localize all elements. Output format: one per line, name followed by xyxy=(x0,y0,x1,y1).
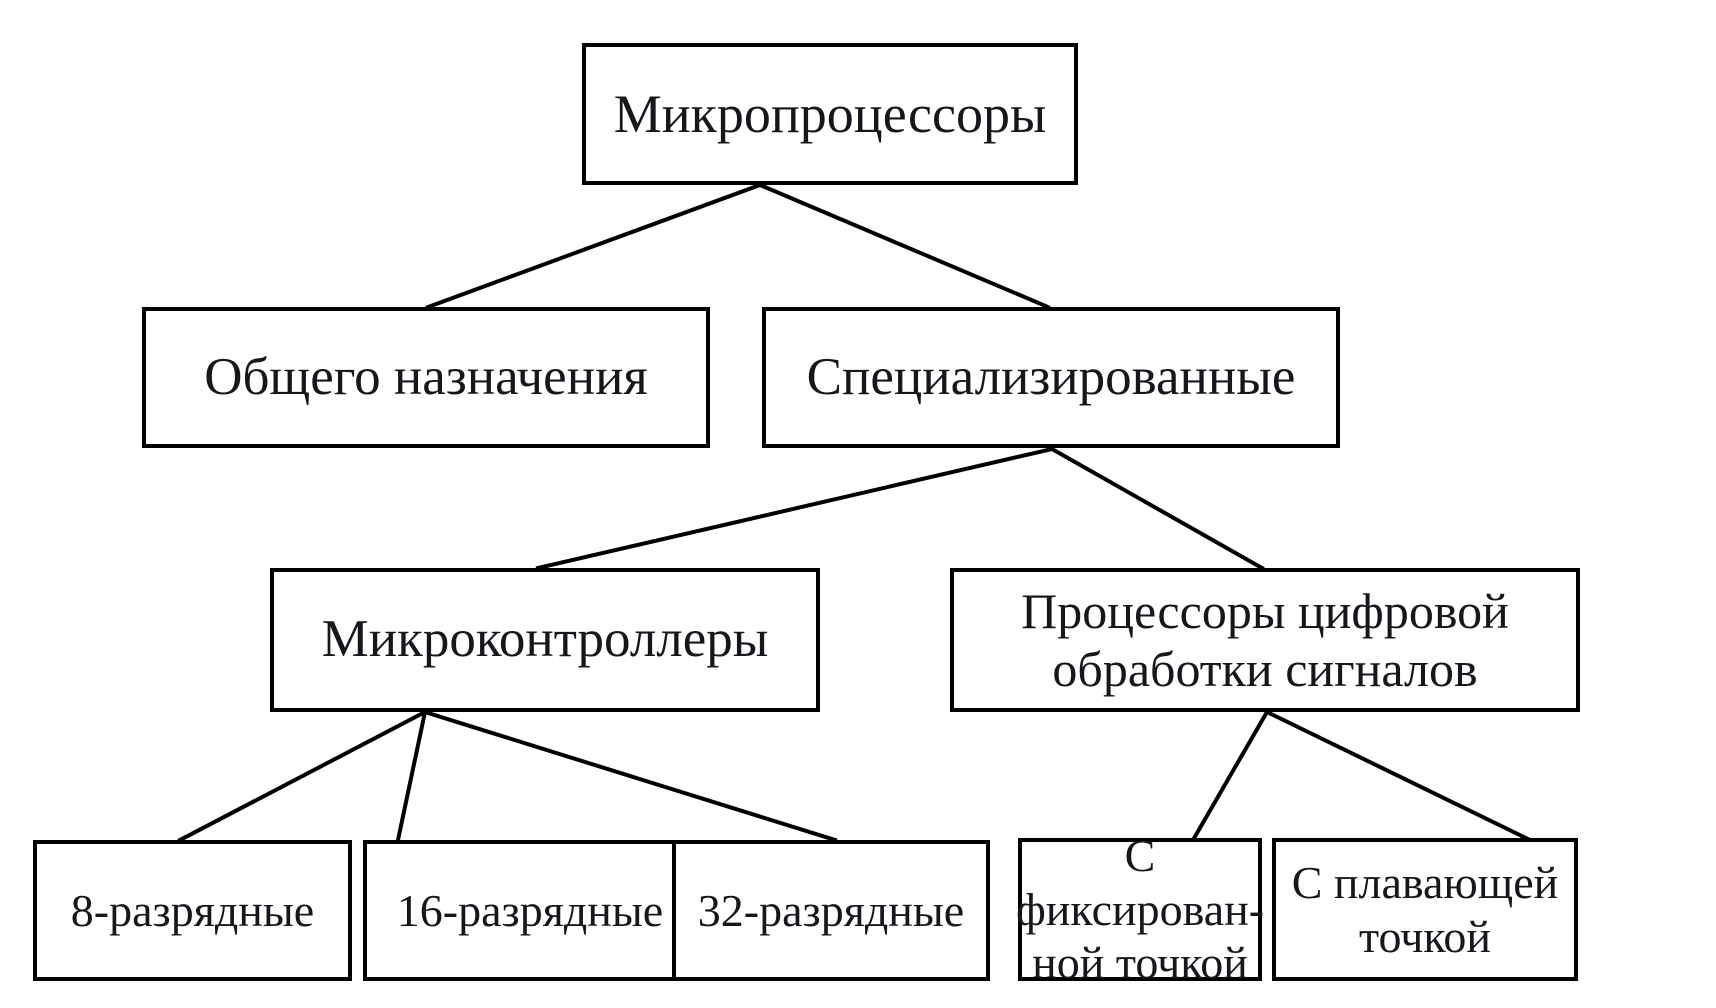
node-microprocessors-label: Микропроцессоры xyxy=(613,83,1047,144)
edge-specialized-to-dsp xyxy=(1049,446,1265,571)
edge-dsp-to-fixed_point xyxy=(1190,709,1270,843)
node-32-bit: 32-разрядные xyxy=(672,840,990,981)
node-specialized: Специализированные xyxy=(762,307,1340,448)
node-specialized-label: Специализированные xyxy=(806,347,1296,406)
edge-mcu-to-bits8 xyxy=(177,709,428,843)
node-fixed-point-label: С фиксирован- ной точкой xyxy=(1015,830,1265,989)
node-digital-signal-processors: Процессоры цифровой обработки сигналов xyxy=(950,568,1580,712)
node-floating-point: С плавающей точкой xyxy=(1272,838,1578,981)
node-8-bit: 8-разрядные xyxy=(33,840,352,981)
node-32-bit-label: 32-разрядные xyxy=(697,884,965,936)
edge-mcu-to-bits32 xyxy=(422,709,838,843)
edge-specialized-to-mcu xyxy=(535,446,1055,571)
node-digital-signal-processors-label: Процессоры цифровой обработки сигналов xyxy=(1021,583,1509,697)
edge-mcu-to-bits16 xyxy=(395,709,428,843)
edge-root-to-general xyxy=(425,182,763,310)
node-general-purpose-label: Общего назначения xyxy=(204,347,648,406)
node-general-purpose: Общего назначения xyxy=(142,307,710,448)
edge-dsp-to-floating_point xyxy=(1264,709,1533,843)
node-8-bit-label: 8-разрядные xyxy=(70,884,315,936)
node-microprocessors: Микропроцессоры xyxy=(582,43,1078,185)
node-fixed-point: С фиксирован- ной точкой xyxy=(1016,830,1264,988)
node-microcontrollers-label: Микроконтроллеры xyxy=(321,610,769,669)
node-floating-point-label: С плавающей точкой xyxy=(1291,857,1559,962)
edge-root-to-specialized xyxy=(757,182,1051,310)
node-16-bit-label: 16-разрядные xyxy=(396,884,664,936)
node-microcontrollers: Микроконтроллеры xyxy=(270,568,820,712)
node-16-bit: 16-разрядные xyxy=(363,840,697,981)
